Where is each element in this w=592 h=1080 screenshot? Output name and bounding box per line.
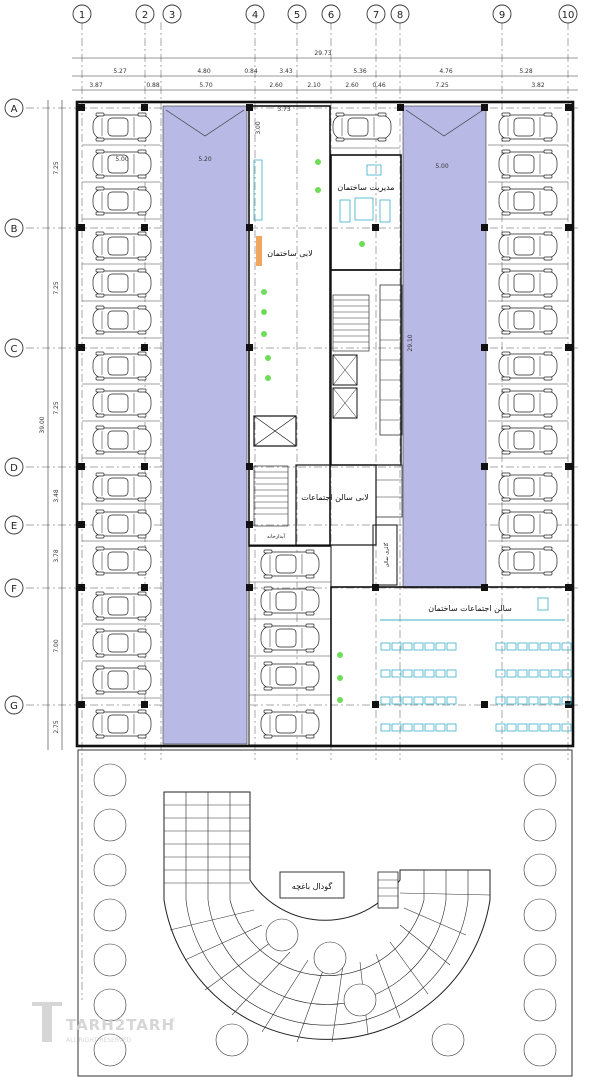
axis-label-F: F (11, 584, 17, 595)
axis-label-E: E (11, 521, 17, 532)
dim-r1-5: 5.36 (353, 68, 367, 75)
dim-misc-1: 3.73 (277, 106, 291, 113)
axis-label-6: 6 (328, 10, 334, 21)
office-furniture (253, 159, 391, 703)
dim-r1-3: 0.84 (244, 68, 258, 75)
parking-right (488, 112, 568, 576)
dim-misc-4: 5.20 (198, 156, 212, 163)
ramp-left (162, 105, 248, 745)
dim-r2-6: 2.60 (345, 82, 359, 89)
dim-left-5: 3.78 (53, 549, 60, 563)
sunken-garden: گودال باغچه (77, 749, 573, 1077)
axis-bubbles-top: 1 2 3 4 5 6 7 8 9 10 (72, 4, 578, 24)
dim-r2-8: 7.25 (435, 82, 449, 89)
parking-ramps (162, 105, 487, 745)
dim-total-width: 29.73 (314, 50, 331, 57)
axis-label-2: 2 (142, 10, 148, 21)
dim-r2-2: 0.88 (146, 82, 160, 89)
axis-label-B: B (11, 224, 18, 235)
label-meeting-hall: سالن اجتماعات ساختمان (428, 604, 512, 613)
dim-misc-6: 29.10 (407, 334, 414, 351)
dim-r1-6: 4.76 (439, 68, 453, 75)
label-gallery: گالری سالن (383, 542, 390, 567)
axis-label-4: 4 (252, 10, 258, 21)
axis-label-8: 8 (397, 10, 403, 21)
dim-left-1: 7.25 (53, 161, 60, 175)
axis-label-5: 5 (294, 10, 300, 21)
structural-columns (78, 104, 572, 708)
hall-seating (380, 597, 572, 732)
axis-label-9: 9 (499, 10, 505, 21)
parking-top-middle (330, 112, 400, 149)
dim-left-7: 2.75 (53, 720, 60, 734)
watermark-registered: ® (170, 1017, 176, 1024)
dim-left-6: 7.00 (53, 639, 60, 653)
dim-r2-1: 3.87 (89, 82, 103, 89)
dim-r1-7: 5.28 (519, 68, 533, 75)
watermark-brand: TARH2TARH (66, 1016, 175, 1034)
label-building-lobby: لابی ساختمان (267, 249, 312, 258)
trees (93, 763, 557, 1067)
core-walls (248, 105, 574, 747)
ramp-right (402, 105, 487, 589)
axis-label-D: D (10, 463, 18, 474)
dim-r2-7: 0.46 (372, 82, 386, 89)
axis-label-3: 3 (169, 10, 175, 21)
axis-label-7: 7 (373, 10, 379, 21)
axis-label-G: G (10, 701, 18, 712)
dimension-chains-left: 39.00 7.25 7.25 7.25 3.48 3.78 7.00 2.75 (39, 100, 63, 750)
dimension-chains-top: 29.73 5.27 4.80 0.84 3.43 5.36 4.76 5.28… (72, 50, 578, 91)
dim-left-4: 3.48 (53, 489, 60, 503)
axis-label-C: C (11, 344, 18, 355)
parking-left (82, 112, 160, 739)
dim-r2-3: 5.70 (199, 82, 213, 89)
axis-label-10: 10 (562, 10, 575, 21)
parking-bottom-middle (248, 544, 332, 746)
dim-left-total: 39.00 (39, 416, 46, 433)
dim-r2-9: 3.82 (531, 82, 545, 89)
axis-bubbles-left: A B C D E F G (4, 98, 24, 715)
dim-left-3: 7.25 (53, 401, 60, 415)
axis-label-A: A (11, 104, 18, 115)
label-sunken-garden: گودال باغچه (292, 881, 333, 891)
watermark-tagline: ALL RIGHT RESERVED (66, 1037, 132, 1044)
label-pantry: آبدارخانه (267, 533, 286, 540)
dim-r1-1: 5.27 (113, 68, 127, 75)
dim-misc-2: 3.00 (255, 121, 262, 135)
room-labels: مدیریت ساختمان لابی ساختمان لابی سالن اج… (267, 183, 512, 613)
dim-misc-5: 5.00 (435, 163, 449, 170)
misc-dimensions: 3.73 3.00 5.00 5.20 5.00 29.10 (115, 106, 449, 352)
dim-r1-4: 3.43 (279, 68, 293, 75)
dim-r2-4: 2.60 (269, 82, 283, 89)
axis-label-1: 1 (79, 10, 85, 21)
dim-r1-2: 4.80 (197, 68, 211, 75)
dim-left-2: 7.25 (53, 281, 60, 295)
building-outline (75, 100, 575, 748)
dim-r2-5: 2.10 (307, 82, 321, 89)
label-building-management: مدیریت ساختمان (337, 183, 394, 192)
label-meeting-hall-lobby: لابی سالن اجتماعات (301, 493, 369, 502)
watermark-logo: TARH2TARH ® ALL RIGHT RESERVED (32, 1002, 176, 1044)
dim-misc-3: 5.00 (115, 156, 129, 163)
